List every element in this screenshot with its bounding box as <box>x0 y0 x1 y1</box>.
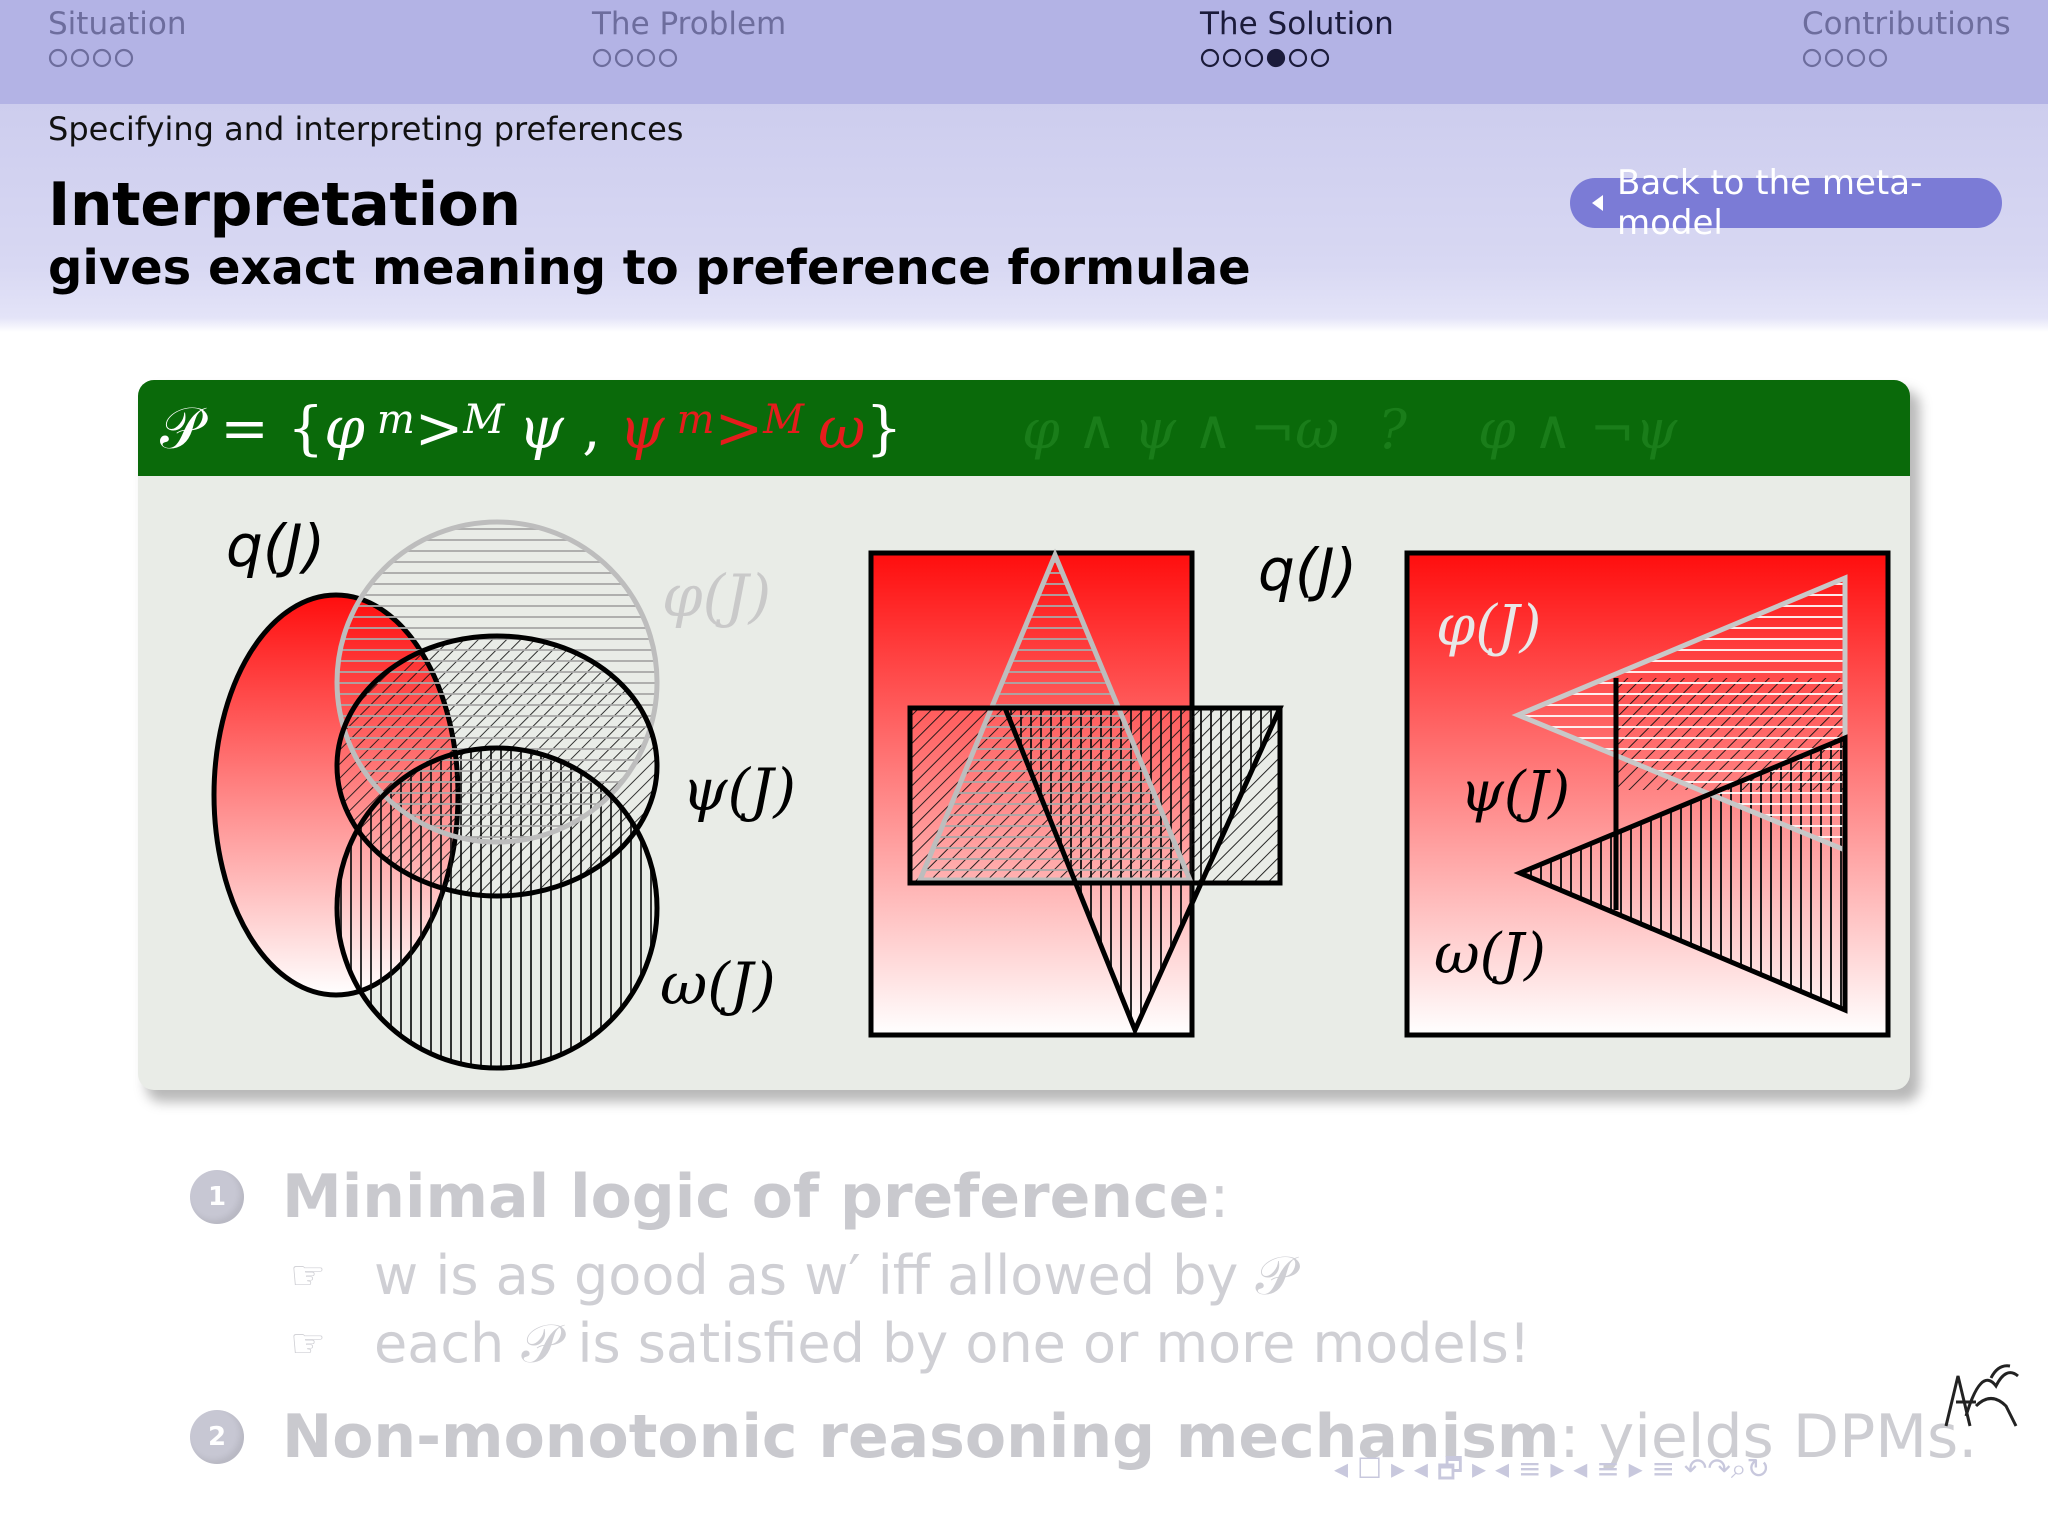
label-psi-right: ψ(J) <box>1460 760 1571 825</box>
nav-dot <box>658 48 678 68</box>
back-arrow-icon <box>1592 195 1603 211</box>
subsection-title: Specifying and interpreting preferences <box>48 110 684 148</box>
preference-formula: 𝒫 = { φ m > M ψ , ψ m > M ω } <box>160 386 902 470</box>
phi-region <box>334 519 660 845</box>
nav-section-title[interactable]: Contributions <box>1802 6 2011 42</box>
formula-sup-m: m <box>376 397 415 443</box>
nav-section-situation[interactable]: Situation <box>48 6 186 70</box>
nav-section-the-solution[interactable]: The Solution <box>1200 6 1394 70</box>
nav-section-contributions[interactable]: Contributions <box>1802 6 2011 70</box>
back-button-label: Back to the meta-model <box>1617 163 1923 243</box>
block-header: 𝒫 = { φ m > M ψ , ψ m > M ω } φ ∧ ψ ∧ ¬ω… <box>138 380 1910 476</box>
nav-dot <box>1310 48 1330 68</box>
nav-dot <box>1868 48 1888 68</box>
phi-triangle <box>916 548 1194 883</box>
list-subitem-2-text: each 𝒫 is satisfied by one or more model… <box>374 1312 1531 1375</box>
beamer-navigation[interactable]: ◂ ☐ ▸ ◂ 🗗 ▸ ◂ ≡ ▸ ◂ ≡ ▸ ≡ ↶↷⌕↻ <box>1334 1448 1770 1496</box>
navigation-bar: Situation The Problem The Solution <box>0 0 2048 104</box>
list-subitem-2: ☞ each 𝒫 is satisfied by one or more mod… <box>290 1312 1530 1376</box>
list-item-1-tail: : <box>1209 1162 1230 1232</box>
nav-dot <box>614 48 634 68</box>
nav-dots[interactable] <box>592 46 786 70</box>
list-item-2: 2 Non-monotonic reasoning mechanism : yi… <box>190 1402 1977 1472</box>
list-item-1-head: Minimal logic of preference <box>282 1162 1210 1232</box>
formula-comma: , <box>563 394 620 462</box>
formula-phi: φ <box>324 394 365 462</box>
label-omega-right: ω(J) <box>1434 922 1546 987</box>
ghost-formula-1: φ ∧ ψ ∧ ¬ω <box>1022 398 1340 461</box>
beamer-nav-symbols[interactable]: ◂ ☐ ▸ ◂ 🗗 ▸ ◂ ≡ ▸ ◂ ≡ ▸ ≡ ↶↷⌕↻ <box>1334 1452 1770 1485</box>
university-logo <box>1944 1364 2019 1427</box>
label-phi-left: φ(J) <box>662 562 772 630</box>
formula-rel: > <box>414 394 464 462</box>
header-fade <box>0 318 2048 332</box>
label-omega-left: ω(J) <box>660 950 776 1018</box>
label-psi-left: ψ(J) <box>682 756 796 824</box>
back-to-meta-model-button[interactable]: Back to the meta-model <box>1570 163 2002 243</box>
nav-dot <box>1802 48 1822 68</box>
nav-section-title[interactable]: The Solution <box>1200 6 1394 42</box>
pointing-hand-icon: ☞ <box>290 1321 326 1367</box>
nav-dot <box>70 48 90 68</box>
nav-section-title[interactable]: The Problem <box>592 6 787 42</box>
label-q-right: q(J) <box>1258 536 1358 604</box>
nav-section-the-problem[interactable]: The Problem <box>592 6 786 70</box>
list-number-badge: 1 <box>190 1170 244 1224</box>
frame-subtitle: gives exact meaning to preference formul… <box>48 240 1251 296</box>
label-phi-right: φ(J) <box>1436 594 1542 659</box>
nav-dot <box>1200 48 1220 68</box>
nav-dot <box>92 48 112 68</box>
nav-dot <box>1244 48 1264 68</box>
formula-rel-red: > <box>714 394 764 462</box>
formula-close: } <box>865 394 903 462</box>
list-item-2-tail: : yields DPMs. <box>1559 1402 1978 1472</box>
list-number-badge: 2 <box>190 1410 244 1464</box>
formula-sup-m-red: m <box>676 397 715 443</box>
omega-region-fill <box>337 748 657 1068</box>
list-item-1: 1 Minimal logic of preference : <box>190 1162 1230 1232</box>
frame-title: Interpretation <box>48 170 521 240</box>
phi-triangle-right <box>1511 574 1848 854</box>
omega-region-outline <box>334 745 660 1071</box>
nav-dot <box>1222 48 1242 68</box>
omega-triangle-right-outline <box>1513 734 1848 1014</box>
nav-dot <box>1288 48 1308 68</box>
formula-eq: = { <box>201 394 325 462</box>
psi-region-outline <box>334 633 660 899</box>
formula-sup-M-red: M <box>763 397 805 443</box>
nav-dot <box>114 48 134 68</box>
formula-sup-M: M <box>463 397 505 443</box>
nav-dot <box>1824 48 1844 68</box>
list-subitem-1-text: w is as good as w′ iff allowed by 𝒫 <box>374 1244 1295 1307</box>
nav-dot <box>636 48 656 68</box>
nav-dots[interactable] <box>48 46 186 70</box>
nav-dot-current <box>1266 48 1286 68</box>
formula-psi: ψ <box>518 394 564 462</box>
list-item-2-head: Non-monotonic reasoning mechanism <box>282 1402 1560 1472</box>
list-subitem-1: ☞ w is as good as w′ iff allowed by 𝒫 <box>290 1244 1294 1308</box>
pointing-hand-icon: ☞ <box>290 1253 326 1299</box>
formula-psi-red: ψ <box>619 394 665 462</box>
omega-triangle-outline <box>1001 705 1284 1037</box>
nav-dot <box>1846 48 1866 68</box>
formula-omega-red: ω <box>818 394 866 462</box>
middle-diagram <box>868 548 1284 1038</box>
left-venn <box>211 519 660 1071</box>
ghost-formula-2: φ ∧ ¬ψ <box>1478 398 1678 461</box>
nav-dot <box>592 48 612 68</box>
label-q-left: q(J) <box>226 512 326 580</box>
formula-set-symbol: 𝒫 <box>160 393 202 462</box>
ghost-question: ? <box>1378 398 1407 461</box>
nav-dots[interactable] <box>1802 46 2011 70</box>
right-diagram <box>1404 550 1891 1038</box>
nav-dots[interactable] <box>1200 46 1394 70</box>
nav-section-title[interactable]: Situation <box>48 6 187 42</box>
nav-dot <box>48 48 68 68</box>
